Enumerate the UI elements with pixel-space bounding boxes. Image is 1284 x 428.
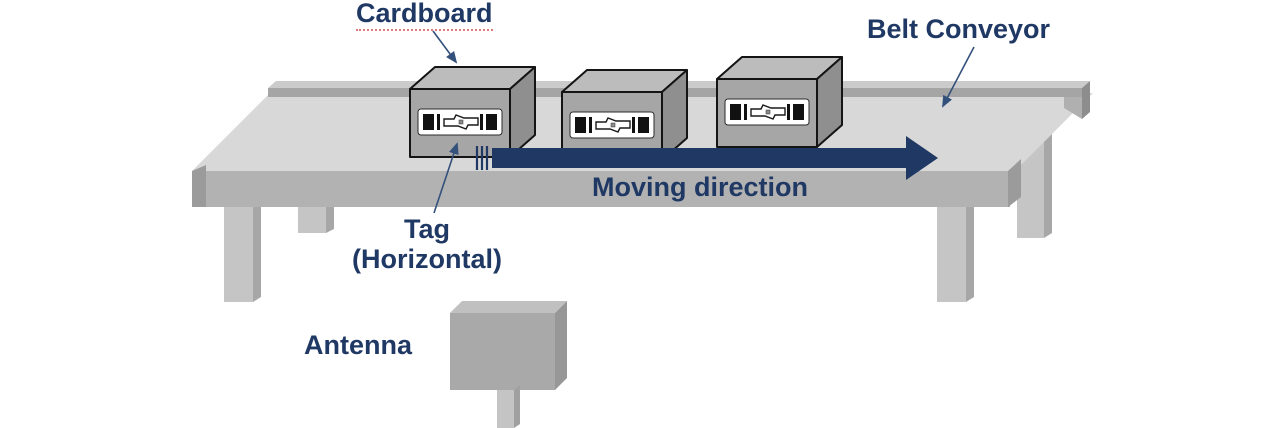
conveyor-leg-back-left [298,200,334,233]
rfid-tag-3 [724,98,810,126]
conveyor-leg-front-right [937,203,974,302]
moving-direction-arrow [475,136,938,180]
cardboard-box-3 [716,56,843,148]
conveyor-leg-front-left [224,203,261,302]
conveyor-front-edge [192,159,1021,207]
antenna-front [450,313,555,390]
rfid-tag-2 [569,111,655,139]
antenna-side [555,301,567,390]
arrow-shaft [492,148,906,168]
box2-right [661,69,688,161]
arrow-head [906,136,938,180]
leader-arrow-cardboard [432,30,458,64]
cardboard-label-text: Cardboard [356,0,493,32]
antenna-panel [450,301,567,428]
rfid-tag-1 [417,108,503,136]
belt-conveyor-label: Belt Conveyor [867,14,1051,44]
cardboard-box-2 [561,69,688,161]
tag-label-line2: (Horizontal) [352,244,502,274]
cardboard-label: Cardboard [356,0,493,32]
box1-right [509,66,536,158]
leader-arrow-tag [433,142,459,214]
cardboard-box-1 [409,66,536,158]
tag-horizontal-label: Tag (Horizontal) [330,214,524,274]
box3-right [816,56,843,148]
leader-arrows [432,30,975,214]
antenna-stem [497,385,520,428]
arrow-tail-ticks [475,146,489,170]
tag-label-line1: Tag [404,214,450,244]
conveyor-legs [224,131,1052,302]
antenna-top [450,301,567,313]
moving-direction-label: Moving direction [592,172,808,202]
leader-arrow-belt-conveyor [942,46,975,108]
antenna-label: Antenna [304,330,412,360]
